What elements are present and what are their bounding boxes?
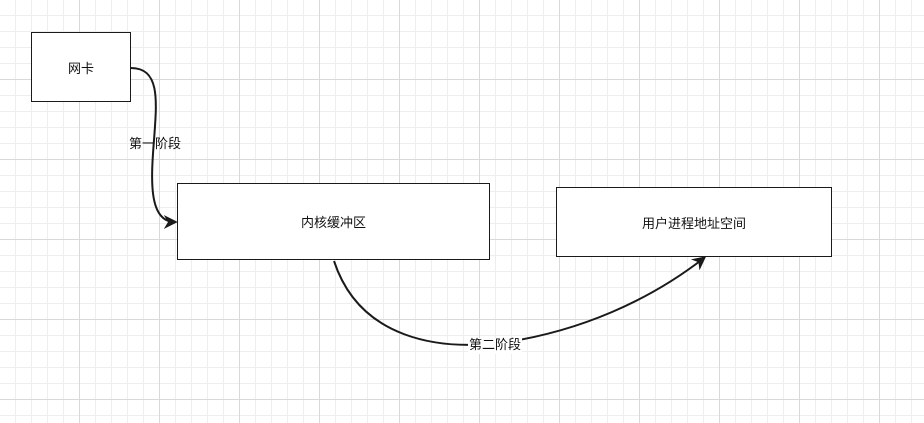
nic-node[interactable]: 网卡	[31, 32, 131, 102]
stage1-edge-label: 第一阶段	[129, 137, 182, 152]
kernel-buffer-node-label: 内核缓冲区	[300, 216, 366, 231]
user-space-node[interactable]: 用户进程地址空间	[556, 187, 832, 257]
stage2-edge-label: 第二阶段	[468, 338, 523, 354]
user-space-node-label: 用户进程地址空间	[641, 216, 746, 232]
edge-stage1-connector[interactable]	[130, 67, 178, 229]
edge-stage2-connector[interactable]	[333, 256, 707, 346]
kernel-buffer-node[interactable]: 内核缓冲区	[177, 183, 490, 260]
nic-node-label: 网卡	[67, 61, 94, 77]
